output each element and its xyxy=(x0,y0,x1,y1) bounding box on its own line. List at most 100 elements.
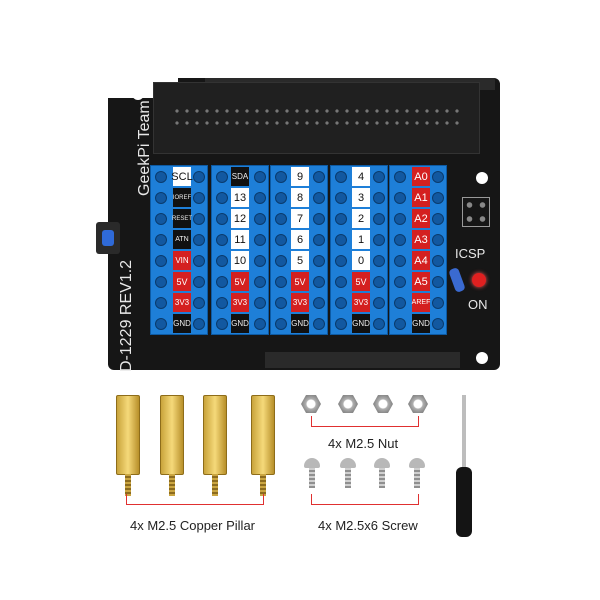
pin-label: AREF xyxy=(412,293,430,312)
pin-label: 1 xyxy=(352,230,370,249)
screwdriver-handle xyxy=(456,467,472,537)
pin-column-digital-low: 4 3 2 1 0 5V 3V3 GND xyxy=(352,167,370,335)
terminal-screw xyxy=(216,234,228,246)
terminal-screw xyxy=(155,318,167,330)
terminal-screw xyxy=(193,213,205,225)
pin-label: 5V xyxy=(352,272,370,291)
terminal-screw xyxy=(216,213,228,225)
power-led xyxy=(472,273,486,287)
terminal-screw xyxy=(432,318,444,330)
terminal-screw xyxy=(432,171,444,183)
terminal-screw xyxy=(432,276,444,288)
nut-bracket xyxy=(311,416,419,427)
terminal-screw xyxy=(432,297,444,309)
terminal-screw xyxy=(155,171,167,183)
pin-label: A4 xyxy=(412,251,430,270)
copper-pillar xyxy=(160,395,184,496)
terminal-screw xyxy=(394,276,406,288)
pin-label: 4 xyxy=(352,167,370,186)
pillar-label: 4x M2.5 Copper Pillar xyxy=(130,518,255,533)
terminal-screw xyxy=(313,234,325,246)
pin-label: SCL xyxy=(171,167,193,186)
pin-label: GND xyxy=(173,314,191,333)
terminal-screw xyxy=(275,318,287,330)
screw-label: 4x M2.5x6 Screw xyxy=(318,518,418,533)
screw xyxy=(340,458,356,488)
terminal-screw xyxy=(373,318,385,330)
pin-label: 3V3 xyxy=(231,293,249,312)
pin-label: A0 xyxy=(412,167,430,186)
terminal-screw xyxy=(275,192,287,204)
pin-label: A5 xyxy=(412,272,430,291)
mount-hole xyxy=(132,88,144,100)
pin-label: 2 xyxy=(352,209,370,228)
screw-bracket xyxy=(311,494,419,505)
terminal-screw xyxy=(254,192,266,204)
pin-column-digital-high: SDA 13 12 11 10 5V 3V3 GND xyxy=(231,167,249,335)
terminal-screw xyxy=(394,318,406,330)
screw xyxy=(409,458,425,488)
mount-hole xyxy=(476,172,488,184)
terminal-screw xyxy=(313,192,325,204)
terminal-screw xyxy=(394,297,406,309)
pin-label: A3 xyxy=(412,230,430,249)
nut-label: 4x M2.5 Nut xyxy=(328,436,399,451)
screwdriver-shaft xyxy=(462,395,466,467)
terminal-screw xyxy=(155,192,167,204)
terminal-screw xyxy=(275,276,287,288)
terminal-screw xyxy=(193,276,205,288)
terminal-screw xyxy=(275,255,287,267)
terminal-screw xyxy=(394,234,406,246)
terminal-screw xyxy=(254,171,266,183)
terminal-screw xyxy=(216,255,228,267)
pin-label: 13 xyxy=(231,188,249,207)
terminal-screw xyxy=(432,234,444,246)
board-model-text: D-1229 REV1.2 xyxy=(118,259,135,372)
pin-label: 3V3 xyxy=(291,293,309,312)
terminal-screw xyxy=(193,171,205,183)
terminal-screw xyxy=(335,276,347,288)
terminal-screw xyxy=(335,234,347,246)
pillar-bracket xyxy=(126,494,264,505)
copper-pillar xyxy=(203,395,227,496)
terminal-screw xyxy=(313,276,325,288)
pin-column-power: SCL IOREF RESET ATN VIN 5V 3V3 GND xyxy=(171,167,193,335)
pin-label: 5V xyxy=(231,272,249,291)
terminal-screw xyxy=(216,192,228,204)
terminal-screw xyxy=(155,297,167,309)
terminal-screw xyxy=(313,318,325,330)
terminal-screw xyxy=(155,234,167,246)
pin-column-analog: A0 A1 A2 A3 A4 A5 AREF GND xyxy=(412,167,430,335)
terminal-screw xyxy=(193,234,205,246)
pin-label: 11 xyxy=(231,230,249,249)
terminal-screw xyxy=(313,297,325,309)
terminal-block xyxy=(150,165,208,335)
pin-label: VIN xyxy=(173,251,191,270)
terminal-screw xyxy=(313,213,325,225)
terminal-screw xyxy=(275,297,287,309)
terminal-screw xyxy=(254,255,266,267)
terminal-screw xyxy=(155,255,167,267)
mount-hole xyxy=(476,352,488,364)
terminal-screw xyxy=(193,318,205,330)
pin-label: 12 xyxy=(231,209,249,228)
pin-column-digital-mid: 9 8 7 6 5 5V 3V3 GND xyxy=(291,167,309,335)
terminal-screw xyxy=(254,234,266,246)
icsp-header xyxy=(462,197,490,227)
header-pins xyxy=(172,105,461,129)
pin-label: ATN xyxy=(173,230,191,249)
terminal-screw xyxy=(216,297,228,309)
terminal-screw xyxy=(373,171,385,183)
gpio-header-40pin xyxy=(153,82,480,154)
led-label: ON xyxy=(468,297,488,312)
pin-label: 5V xyxy=(173,272,191,291)
pin-label: 3 xyxy=(352,188,370,207)
terminal-screw xyxy=(193,255,205,267)
pin-label: 6 xyxy=(291,230,309,249)
pin-label: 3V3 xyxy=(173,293,191,312)
reset-button[interactable] xyxy=(96,222,120,254)
terminal-screw xyxy=(335,171,347,183)
terminal-screw xyxy=(432,192,444,204)
pin-label: RESET xyxy=(172,209,192,228)
pin-label: GND xyxy=(291,314,309,333)
